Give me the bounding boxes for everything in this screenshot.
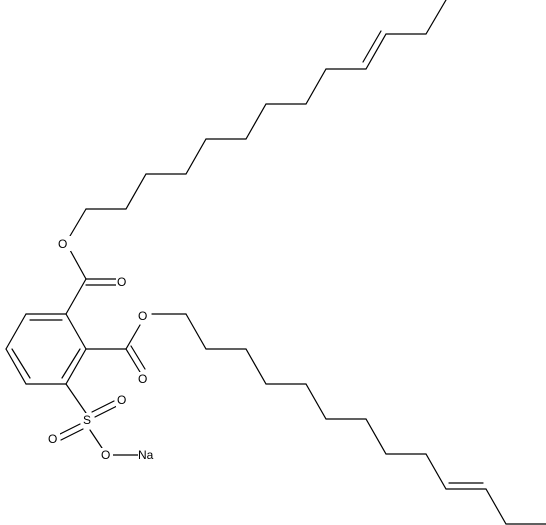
s-o-double-bond (60, 428, 84, 441)
ring-bond (5, 313, 27, 350)
oxygen-label: O (117, 275, 126, 289)
ring-bond (65, 313, 87, 350)
chain-bonds (185, 313, 546, 525)
carbonyl-bond (130, 345, 146, 370)
lower-alkenyl-chain (185, 313, 546, 525)
c-s-bond (65, 383, 87, 414)
oxygen-label: O (101, 448, 110, 462)
s-o-double-bond (94, 405, 118, 418)
ring-bond (5, 348, 27, 385)
ester-bond (125, 324, 141, 350)
sulfur-label: S (83, 413, 91, 427)
ring-double-bond (11, 348, 31, 379)
oxygen-label: O (58, 237, 67, 251)
ester-bond (69, 208, 87, 237)
benzene-ring (5, 313, 87, 385)
atom-labels: O O O O S O O O Na (47, 236, 157, 462)
s-o-bond (89, 429, 103, 449)
oxygen-label: O (138, 309, 147, 323)
s-o-double-bond (57, 423, 81, 436)
oxygen-label: O (138, 372, 147, 386)
carbonyl-bond (125, 348, 141, 373)
upper-ester-group (65, 208, 118, 315)
sodium-label: Na (138, 448, 154, 462)
lower-ester-group (85, 313, 187, 373)
oxygen-label: O (117, 393, 126, 407)
chain-bonds (85, 0, 447, 210)
ester-bond (69, 249, 87, 280)
upper-alkenyl-chain (85, 0, 447, 210)
oxygen-label: O (48, 432, 57, 446)
ester-bond (65, 278, 87, 315)
ring-bond (65, 348, 87, 385)
sulfonate-group (57, 383, 139, 456)
chain-double-bond (362, 30, 382, 63)
ring-double-bond (61, 348, 81, 379)
s-o-double-bond (91, 400, 115, 413)
